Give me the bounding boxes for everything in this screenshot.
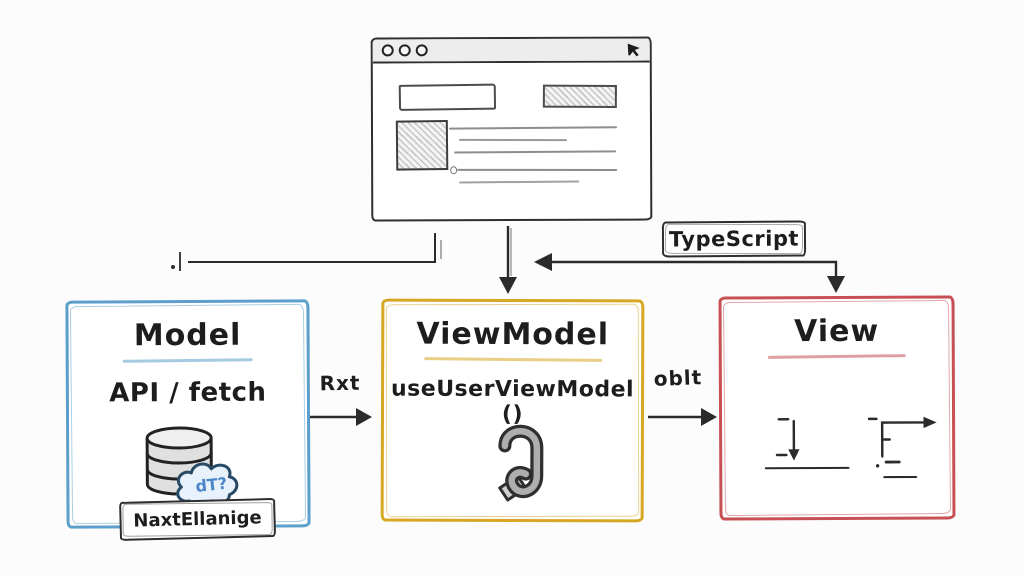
- placeholder-text-line: [459, 138, 568, 142]
- arrowhead-right-icon: [923, 416, 937, 429]
- arrowhead-left-icon: [534, 253, 552, 271]
- database-icon: dT?: [145, 426, 239, 509]
- arrow-label-viewmodel-to-view: oblt: [653, 365, 703, 391]
- arrow-typescript-elbow: [548, 260, 838, 279]
- browser-window-sketch: [370, 36, 653, 222]
- arrowhead-down-icon: [788, 449, 800, 461]
- arrowhead-right-icon: [701, 408, 717, 426]
- arrowhead-down-icon: [827, 276, 845, 293]
- arrow-label-model-to-viewmodel: Rxt: [319, 370, 361, 396]
- placeholder-text-line: [448, 126, 618, 130]
- viewmodel-title-underline: [423, 357, 602, 362]
- placeholder-box-outline: [398, 83, 497, 111]
- cursor-arrow-icon: [627, 43, 641, 57]
- placeholder-box-hatched: [542, 84, 617, 108]
- browser-titlebar: [372, 38, 650, 64]
- view-title-underline: [767, 354, 906, 359]
- model-content: API / fetch: [109, 377, 267, 409]
- connector-browser-to-model: [188, 233, 436, 263]
- model-badge: NaxtEllanige: [119, 497, 277, 541]
- view-title: View: [794, 313, 880, 350]
- cloud-label: dT?: [194, 474, 228, 496]
- model-title-underline: [122, 358, 253, 363]
- arrowhead-down-icon: [499, 277, 517, 294]
- placeholder-text-line: [454, 150, 617, 154]
- typescript-label: TypeScript: [661, 220, 807, 258]
- arrowhead-right-icon: [356, 408, 372, 426]
- model-title: Model: [133, 317, 242, 354]
- placeholder-text-line: [459, 180, 580, 184]
- window-control-dot-icon: [381, 44, 394, 57]
- model-box: Model API / fetch dT? NaxtEllanige: [65, 299, 311, 541]
- view-wireframe-sketch: [764, 416, 937, 479]
- hook-icon: [498, 424, 544, 502]
- placeholder-text-line: [457, 168, 618, 171]
- window-control-dot-icon: [398, 44, 411, 57]
- viewmodel-title: ViewModel: [416, 316, 610, 353]
- view-box: View: [718, 295, 956, 521]
- placeholder-image-hatched: [395, 120, 449, 171]
- window-control-dot-icon: [415, 44, 428, 57]
- placeholder-bullet: [450, 166, 458, 175]
- viewmodel-box: ViewModel useUserViewModel (): [380, 298, 645, 523]
